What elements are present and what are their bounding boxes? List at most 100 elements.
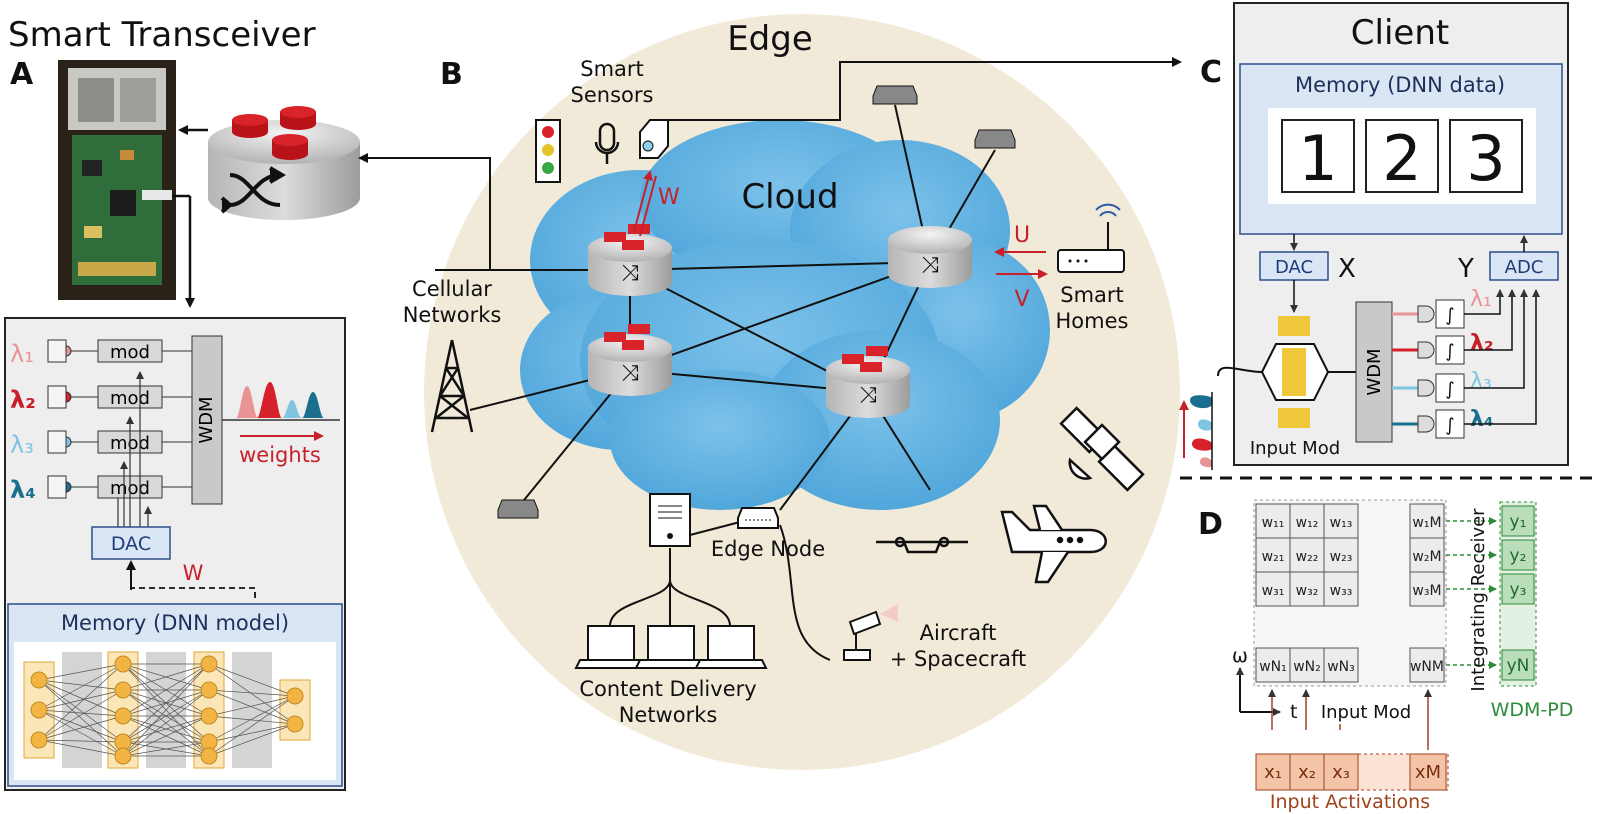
- lambda-row-1: λ₁ mod: [10, 339, 192, 368]
- router-home-icon: [1057, 203, 1125, 273]
- weight-cell: wN₂: [1293, 659, 1321, 675]
- input-cell: x₂: [1298, 762, 1316, 783]
- svg-text:3: 3: [1466, 122, 1505, 195]
- adc-c: [1489, 251, 1559, 281]
- drone-icon: [876, 536, 968, 554]
- cell-tower-icon: [430, 339, 474, 433]
- weight-cell: w₂₁: [1262, 549, 1285, 565]
- dnn-node: [200, 747, 218, 765]
- weight-cell: w₁₂: [1296, 515, 1319, 531]
- switch-icon: ⤨: [621, 361, 639, 386]
- dnn-node: [286, 715, 304, 733]
- y-label: Y: [1457, 254, 1474, 284]
- axes: [1236, 667, 1281, 716]
- dnn-node: [200, 707, 218, 725]
- input-activations-label: Input Activations: [1270, 791, 1430, 813]
- input-mod-c-label: Input Mod: [1250, 438, 1340, 459]
- dnn-edge: [122, 663, 210, 743]
- dnn-edge: [208, 663, 296, 697]
- dnn-node: [200, 681, 218, 699]
- weight-cell: w₁M: [1412, 515, 1441, 531]
- edge-title: Edge: [727, 19, 813, 59]
- adc-c-label: ADC: [1505, 257, 1544, 278]
- dnn-edge: [38, 709, 124, 717]
- svg-text:mod: mod: [110, 342, 150, 363]
- dnn-edge: [38, 689, 124, 711]
- weight-grid: w₁₁ w₁₂ w₁₃ w₁M w₂₁ w₂₂ w₂₃ w₂M w₃₁ w₃₂ …: [1253, 499, 1447, 687]
- dnn-edge: [208, 689, 296, 725]
- lambda-1-label: λ₁: [10, 340, 34, 368]
- dnn-edge: [38, 663, 124, 741]
- weight-cell: wNM: [1410, 659, 1444, 675]
- mnist-digits: 1 2 3: [1281, 119, 1523, 195]
- u-label: U: [1014, 223, 1030, 248]
- airplane-icon: [1000, 504, 1107, 584]
- dnn-edge: [122, 663, 210, 757]
- dnn-node: [114, 681, 132, 699]
- integrator-icon: ∫: [1445, 415, 1454, 436]
- dnn-edge: [122, 663, 210, 717]
- smart-sensors-label-2: Sensors: [571, 83, 654, 107]
- dnn-edge: [38, 679, 124, 743]
- transceiver-photo: [58, 60, 176, 300]
- dac-a: [91, 526, 171, 560]
- router-2: ⤨: [588, 324, 672, 396]
- dnn-edge: [208, 695, 296, 757]
- edge-device-right: [974, 129, 1016, 149]
- w-arrows: [633, 170, 657, 237]
- detector-rows: ∫ λ₁ ∫ λ₂ ∫ λ₃ ∫ λ₄: [1392, 287, 1540, 439]
- router-4: ⤨: [826, 346, 910, 418]
- dnn-edge: [38, 715, 124, 741]
- dnn-edge: [208, 695, 296, 717]
- smart-homes-label-1: Smart: [1060, 283, 1124, 307]
- dnn-node: [114, 747, 132, 765]
- dnn-edge: [122, 741, 210, 757]
- client-title: Client: [1351, 13, 1449, 53]
- integrating-receiver-label: Integrating Receiver: [1468, 508, 1489, 692]
- dnn-edge: [208, 689, 296, 697]
- dnn-node: [30, 671, 48, 689]
- panel-b-letter: B: [440, 57, 463, 92]
- input-mod-d-label: Input Mod: [1321, 702, 1411, 723]
- integrator-icon: ∫: [1445, 379, 1454, 400]
- dnn-edge: [208, 695, 296, 743]
- satellite-icon: [1059, 406, 1145, 492]
- output-cell: y₂: [1510, 546, 1527, 566]
- input-cell: x₃: [1332, 762, 1350, 783]
- weight-cell: wN₁: [1259, 659, 1287, 675]
- weight-cell: w₁₃: [1330, 515, 1353, 531]
- memory-dnn-model-label: Memory (DNN model): [61, 611, 289, 635]
- dnn-edge: [38, 709, 124, 757]
- v-label: V: [1014, 287, 1029, 312]
- dnn-edge: [38, 663, 124, 681]
- dnn-network: [23, 651, 311, 769]
- svg-text:1: 1: [1298, 122, 1337, 195]
- edge-device-top: [872, 85, 918, 105]
- dac-a-label: DAC: [111, 533, 151, 555]
- microphone-icon: [594, 122, 620, 164]
- omega-label: ω: [1232, 645, 1248, 667]
- lambda-c-2: λ₂: [1470, 331, 1494, 356]
- weight-cell: w₁₁: [1262, 515, 1285, 531]
- dnn-edge: [38, 679, 124, 691]
- cellular-label-2: Networks: [403, 303, 502, 327]
- weight-cell: w₂M: [1412, 549, 1441, 565]
- edge-device-left: [497, 499, 539, 519]
- laptop-icons: [574, 625, 768, 669]
- dnn-edge: [38, 739, 124, 743]
- weights-label: weights: [239, 443, 321, 467]
- dnn-edge: [38, 709, 124, 743]
- cellular-label-1: Cellular: [412, 277, 492, 301]
- wdm-c: [1355, 301, 1393, 443]
- weight-cell: w₂₃: [1330, 549, 1353, 565]
- router-1: ⤨: [588, 224, 672, 296]
- dnn-edge: [122, 715, 210, 757]
- weight-cell: w₃₃: [1330, 583, 1353, 599]
- dnn-node: [200, 655, 218, 673]
- dnn-node: [286, 687, 304, 705]
- dac-c-label: DAC: [1275, 257, 1313, 278]
- server-icon: [649, 493, 691, 547]
- weight-cell: wN₃: [1327, 659, 1355, 675]
- dnn-edge: [38, 689, 124, 741]
- edge-node-icon: [737, 507, 779, 529]
